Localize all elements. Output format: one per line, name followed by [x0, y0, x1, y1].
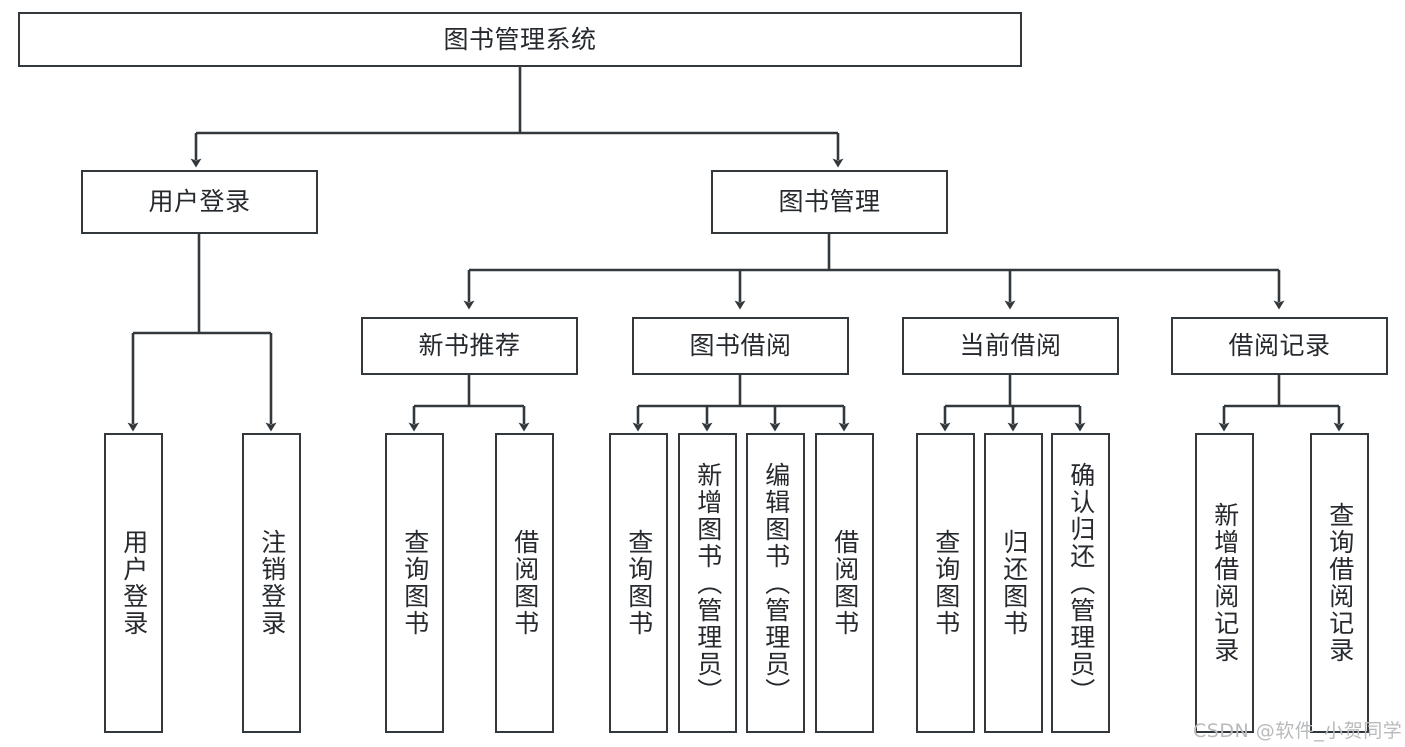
node-label: 新书推荐 — [418, 331, 521, 361]
node-leaf-add-book[interactable]: 新增图书（管理员） — [678, 433, 737, 733]
node-borrow-record[interactable]: 借阅记录 — [1171, 317, 1388, 375]
node-label: 查询图书 — [400, 529, 430, 637]
node-label: 新增图书（管理员） — [693, 461, 723, 705]
node-new-book-rec[interactable]: 新书推荐 — [361, 317, 578, 375]
node-user-login[interactable]: 用户登录 — [81, 170, 318, 234]
node-leaf-user-login[interactable]: 用户登录 — [104, 433, 163, 733]
node-root-system[interactable]: 图书管理系统 — [18, 12, 1022, 67]
node-label: 借阅图书 — [510, 529, 540, 637]
node-label: 查询图书 — [931, 529, 961, 637]
node-label: 查询图书 — [624, 529, 654, 637]
node-leaf-query-book-2[interactable]: 查询图书 — [609, 433, 668, 733]
node-label: 图书管理 — [778, 187, 881, 217]
node-label: 归还图书 — [999, 529, 1029, 637]
node-label: 图书管理系统 — [443, 24, 597, 54]
node-leaf-borrow-book-1[interactable]: 借阅图书 — [495, 433, 554, 733]
node-label: 确认归还（管理员） — [1066, 461, 1096, 705]
node-leaf-query-record[interactable]: 查询借阅记录 — [1310, 433, 1369, 733]
node-leaf-add-record[interactable]: 新增借阅记录 — [1195, 433, 1254, 733]
node-leaf-edit-book[interactable]: 编辑图书（管理员） — [746, 433, 805, 733]
node-label: 借阅图书 — [830, 529, 860, 637]
node-label: 新增借阅记录 — [1210, 502, 1240, 664]
node-label: 查询借阅记录 — [1325, 502, 1355, 664]
node-book-borrow[interactable]: 图书借阅 — [632, 317, 849, 375]
node-label: 图书借阅 — [689, 331, 792, 361]
node-leaf-return-book[interactable]: 归还图书 — [984, 433, 1043, 733]
node-label: 注销登录 — [257, 529, 287, 637]
node-leaf-confirm-return[interactable]: 确认归还（管理员） — [1051, 433, 1110, 733]
node-label: 用户登录 — [148, 187, 251, 217]
node-leaf-logout[interactable]: 注销登录 — [242, 433, 301, 733]
node-label: 借阅记录 — [1228, 331, 1331, 361]
node-book-manage[interactable]: 图书管理 — [711, 170, 948, 234]
node-label: 用户登录 — [119, 529, 149, 637]
node-current-borrow[interactable]: 当前借阅 — [902, 317, 1119, 375]
node-label: 当前借阅 — [959, 331, 1062, 361]
node-leaf-query-book-3[interactable]: 查询图书 — [916, 433, 975, 733]
node-leaf-borrow-book-2[interactable]: 借阅图书 — [815, 433, 874, 733]
csdn-watermark: CSDN @软件_小贺同学 — [1193, 720, 1403, 742]
node-leaf-query-book-1[interactable]: 查询图书 — [385, 433, 444, 733]
node-label: 编辑图书（管理员） — [761, 461, 791, 705]
